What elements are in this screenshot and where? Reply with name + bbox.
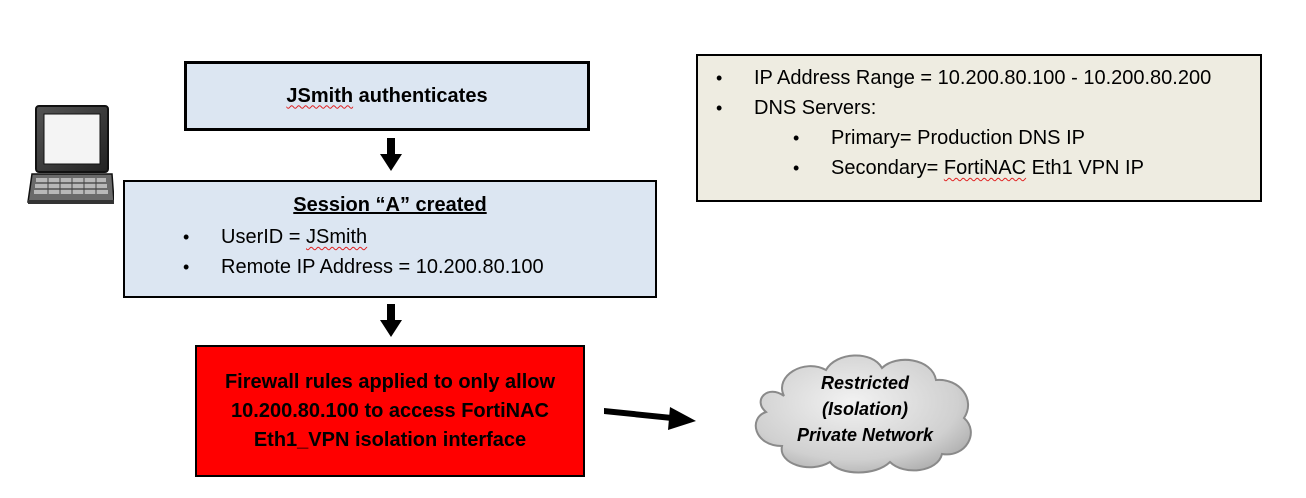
list-item: IP Address Range = 10.200.80.100 - 10.20… bbox=[716, 63, 1211, 93]
firewall-line: Firewall rules applied to only allow bbox=[224, 370, 556, 393]
firewall-line: Eth1_VPN isolation interface bbox=[253, 428, 527, 451]
arrow-icon bbox=[380, 304, 402, 337]
list-item: UserID = JSmith bbox=[183, 222, 544, 252]
list-item: Primary= Production DNS IP bbox=[793, 123, 1144, 153]
dns-server-list: Primary= Production DNS IP Secondary= Fo… bbox=[793, 123, 1144, 183]
laptop-icon bbox=[27, 105, 114, 204]
firewall-box: Firewall rules applied to only allow 10.… bbox=[195, 345, 585, 477]
cloud-icon bbox=[754, 354, 972, 474]
list-item: Remote IP Address = 10.200.80.100 bbox=[183, 252, 544, 282]
cloud-label: Restricted (Isolation) Private Network bbox=[796, 373, 934, 445]
arrow-icon bbox=[604, 407, 696, 430]
arrow-icon bbox=[380, 138, 402, 171]
auth-text: authenticates bbox=[353, 84, 488, 107]
list-item: DNS Servers: bbox=[716, 93, 1211, 123]
list-item: Secondary= FortiNAC Eth1 VPN IP bbox=[793, 153, 1144, 183]
auth-box: JSmith authenticates bbox=[184, 61, 590, 131]
session-bullet-list: UserID = JSmith Remote IP Address = 10.2… bbox=[183, 222, 544, 282]
address-pool-list: IP Address Range = 10.200.80.100 - 10.20… bbox=[716, 63, 1211, 123]
address-pool-box: IP Address Range = 10.200.80.100 - 10.20… bbox=[696, 54, 1262, 202]
session-title: Session “A” created bbox=[293, 194, 487, 216]
firewall-line: 10.200.80.100 to access FortiNAC bbox=[231, 399, 549, 422]
auth-user: JSmith bbox=[286, 84, 354, 107]
session-box: Session “A” created UserID = JSmith Remo… bbox=[123, 180, 657, 298]
